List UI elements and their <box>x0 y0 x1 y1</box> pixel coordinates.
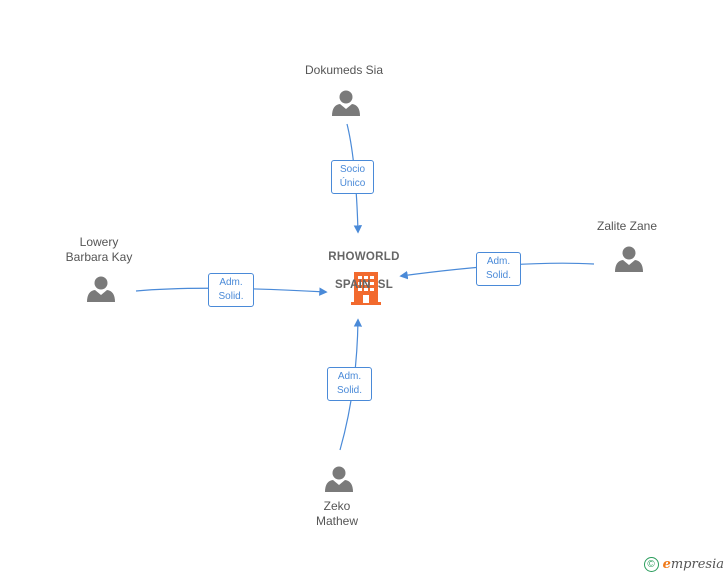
company-name-line1: RHOWORLD <box>328 251 400 263</box>
person-name-left-line1: Lowery <box>79 235 119 249</box>
person-name-bottom-line1: Zeko <box>323 499 351 513</box>
person-name-top-text: Dokumeds Sia <box>304 63 384 77</box>
brand-logo: empresia <box>663 557 724 572</box>
person-name-left-line2: Barbara Kay <box>65 250 133 264</box>
edge-label-top[interactable]: Socio Único <box>331 160 374 194</box>
edge-label-left-line2: Solid. <box>218 291 244 302</box>
person-name-bottom[interactable]: Zeko Mathew <box>316 499 358 529</box>
edge-label-top-line1: Socio <box>339 164 365 175</box>
brand-logo-e: e <box>662 557 671 572</box>
edge-label-left[interactable]: Adm. Solid. <box>208 273 254 307</box>
edge-label-right-line1: Adm. <box>486 256 511 267</box>
person-name-left[interactable]: Lowery Barbara Kay <box>66 235 133 265</box>
person-icon-right[interactable] <box>615 246 643 273</box>
person-icon-bottom[interactable] <box>325 466 353 493</box>
person-icon-top[interactable] <box>332 90 360 117</box>
copyright-icon: © <box>643 557 659 572</box>
person-name-top[interactable]: Dokumeds Sia <box>305 63 383 78</box>
edge-label-right-line2: Solid. <box>485 270 511 281</box>
company-name[interactable]: RHOWORLD SPAIN SL <box>328 236 399 292</box>
company-building-icon[interactable] <box>351 272 381 305</box>
edge-label-top-line2: Único <box>339 178 366 189</box>
edge-label-left-line1: Adm. <box>219 277 243 288</box>
edge-label-bottom-line1: Adm. <box>337 371 362 382</box>
person-name-bottom-line2: Mathew <box>315 514 359 528</box>
edge-label-bottom-line2: Solid. <box>336 385 362 396</box>
person-name-right[interactable]: Zalite Zane <box>597 219 657 234</box>
person-name-right-text: Zalite Zane <box>596 219 658 233</box>
footer-brand[interactable]: ©empresia <box>643 556 724 572</box>
edge-label-right[interactable]: Adm. Solid. <box>476 252 521 286</box>
brand-logo-rest: mpresia <box>670 557 724 572</box>
person-icon-left[interactable] <box>87 276 115 303</box>
edge-label-bottom[interactable]: Adm. Solid. <box>327 367 372 401</box>
company-name-line2: SPAIN SL <box>334 279 394 291</box>
